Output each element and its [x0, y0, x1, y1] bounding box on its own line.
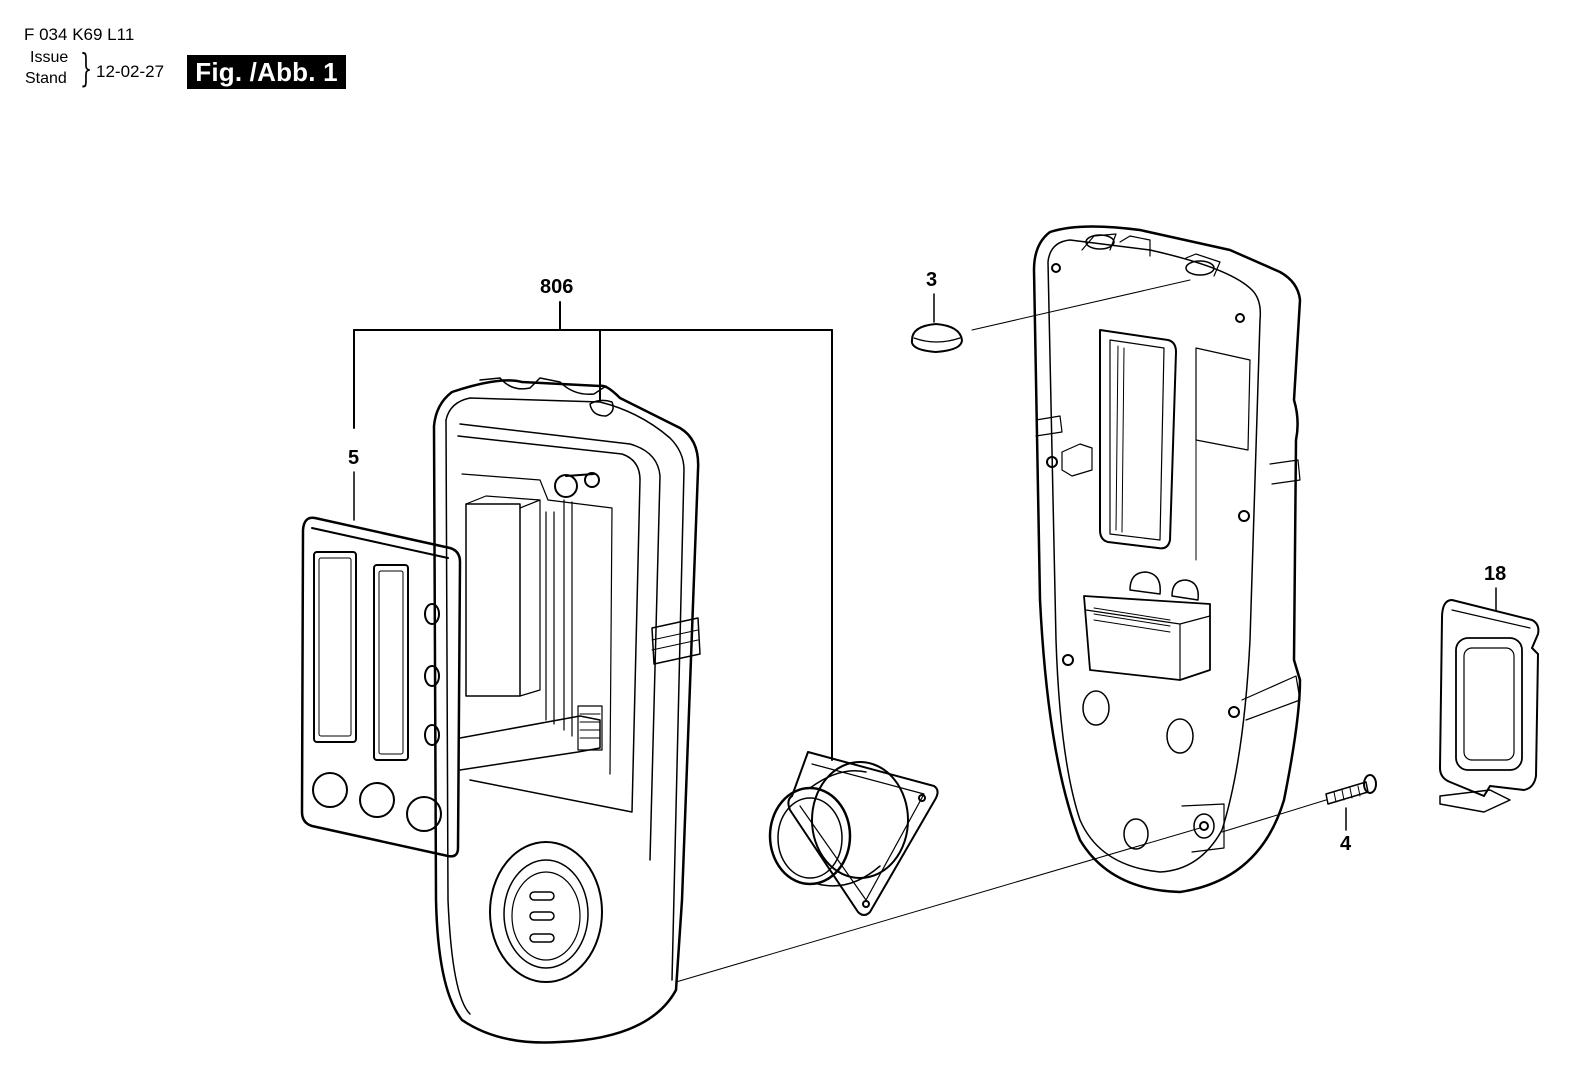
callout-806-bracket [353, 301, 833, 761]
issue-brace: } [80, 46, 93, 90]
stand-label: Stand [25, 70, 67, 87]
assembly-line-front [675, 827, 1201, 983]
assembly-line-3 [971, 279, 1191, 331]
rear-housing-part [1032, 225, 1302, 894]
front-housing-part [432, 377, 701, 1044]
issue-label: Issue [30, 49, 69, 66]
issue-date: 12-02-27 [96, 62, 165, 81]
assembly-line-4 [1221, 799, 1327, 833]
battery-cover-part [1439, 599, 1540, 813]
lens-part [768, 751, 939, 916]
cap-part [910, 323, 963, 353]
callout-4-label: 4 [1340, 833, 1352, 855]
callout-5-label: 5 [348, 447, 359, 469]
callout-806-label: 806 [540, 276, 573, 298]
document-number: F 034 K69 L11 [24, 25, 135, 44]
callout-3-label: 3 [926, 269, 937, 291]
figure-badge: Fig. /Abb. 1 [187, 55, 346, 89]
label-plate-part [300, 516, 462, 858]
screw-part [1325, 774, 1377, 805]
callout-18-label: 18 [1484, 563, 1506, 585]
